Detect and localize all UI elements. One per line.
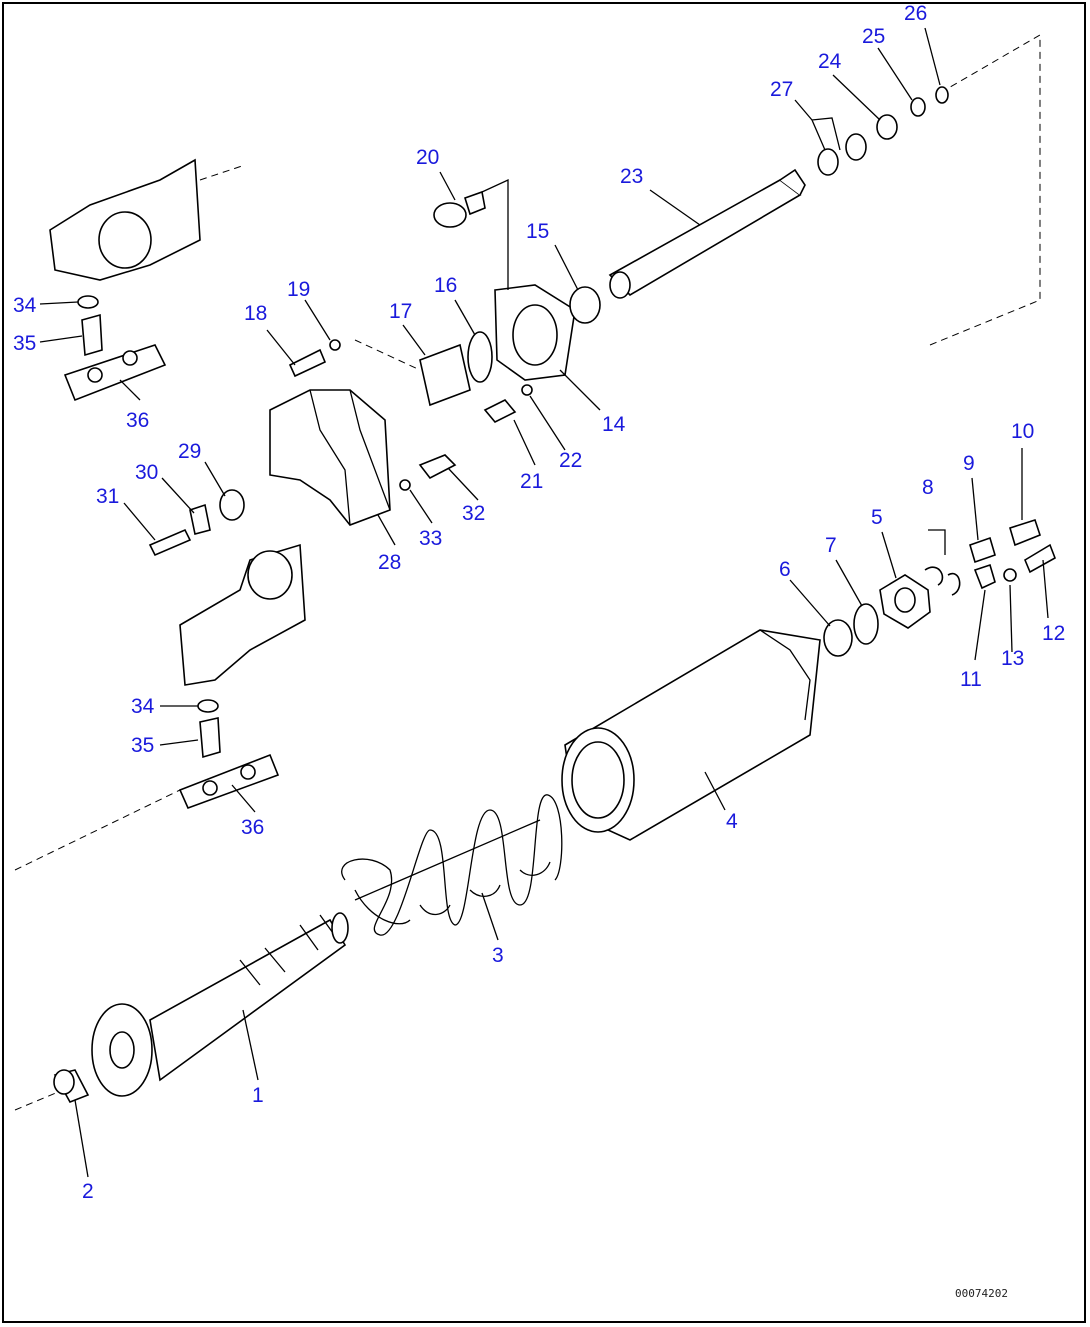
callout-34-lower: 34 xyxy=(131,695,155,718)
callout-15: 15 xyxy=(526,220,549,243)
callout-27: 27 xyxy=(770,78,793,101)
callout-labels: 1 2 3 4 5 6 7 8 9 10 11 12 13 14 15 16 1… xyxy=(13,2,1065,1203)
callout-1: 1 xyxy=(252,1084,264,1107)
callout-13: 13 xyxy=(1001,647,1024,670)
parts-14-27-shaft-assembly xyxy=(288,86,949,423)
callout-23: 23 xyxy=(620,165,643,188)
parts-5-13-fittings xyxy=(823,518,1056,657)
callout-28: 28 xyxy=(378,551,401,574)
callout-24: 24 xyxy=(818,50,842,73)
callout-16: 16 xyxy=(434,274,457,297)
callout-11: 11 xyxy=(960,668,982,691)
callout-36-lower: 36 xyxy=(241,816,264,839)
callout-19: 19 xyxy=(287,278,310,301)
callout-5: 5 xyxy=(871,506,883,529)
drawing-code: 00074202 xyxy=(955,1287,1008,1300)
callout-20: 20 xyxy=(416,146,439,169)
callout-6: 6 xyxy=(779,558,791,581)
callout-29: 29 xyxy=(178,440,201,463)
callout-12: 12 xyxy=(1042,622,1065,645)
part-1-yoke-shaft xyxy=(91,912,349,1097)
callout-35-upper: 35 xyxy=(13,332,36,355)
part-28-guide-block xyxy=(148,389,457,557)
callout-18: 18 xyxy=(244,302,267,325)
callout-3: 3 xyxy=(492,944,504,967)
callout-2: 2 xyxy=(82,1180,94,1203)
callout-33: 33 xyxy=(419,527,442,550)
callout-36-upper: 36 xyxy=(126,409,149,432)
callout-14: 14 xyxy=(602,413,626,436)
callout-22: 22 xyxy=(559,449,582,472)
callout-34-upper: 34 xyxy=(13,294,37,317)
callout-30: 30 xyxy=(135,461,158,484)
callout-17: 17 xyxy=(389,300,412,323)
callout-35-lower: 35 xyxy=(131,734,154,757)
callout-8: 8 xyxy=(922,476,934,499)
callout-9: 9 xyxy=(963,452,975,475)
upper-frame-assembly xyxy=(49,158,201,402)
part-4-cylinder xyxy=(561,629,821,841)
leader-lines xyxy=(39,27,1049,1178)
callout-32: 32 xyxy=(462,502,485,525)
part-2-bushing xyxy=(53,1069,90,1103)
callout-26: 26 xyxy=(904,2,927,25)
lower-frame-assembly xyxy=(178,543,306,810)
callout-4: 4 xyxy=(726,810,738,833)
callout-25: 25 xyxy=(862,25,885,48)
callout-31: 31 xyxy=(96,485,119,508)
part-3-recoil-spring xyxy=(341,794,563,936)
callout-21: 21 xyxy=(520,470,543,493)
callout-10: 10 xyxy=(1011,420,1034,443)
callout-7: 7 xyxy=(825,534,837,557)
